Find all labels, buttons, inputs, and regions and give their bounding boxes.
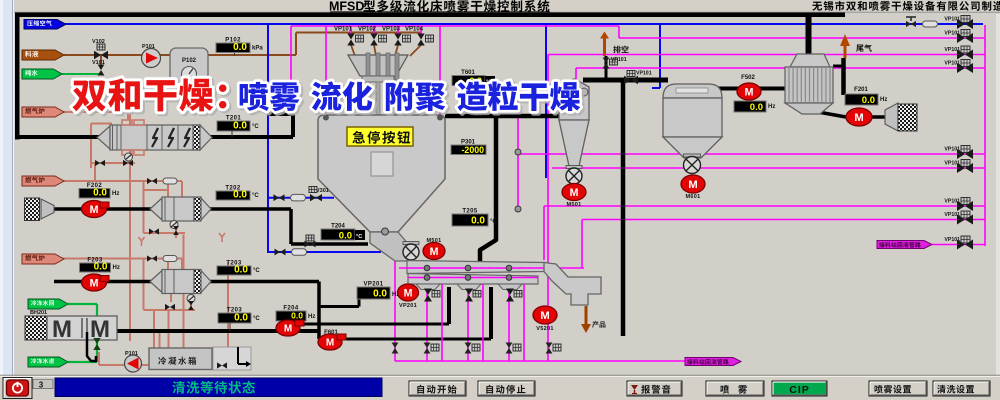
svg-text:BH201: BH201 (30, 310, 47, 316)
svg-text:0.0: 0.0 (750, 102, 763, 113)
svg-text:M: M (854, 112, 863, 124)
svg-text:M: M (326, 338, 334, 349)
svg-text:VP201: VP201 (399, 303, 417, 309)
svg-text:T203: T203 (226, 261, 242, 267)
svg-text:0.0: 0.0 (373, 289, 387, 300)
svg-text:0.0: 0.0 (233, 121, 247, 132)
svg-text:Hz: Hz (113, 265, 120, 271)
svg-text:T201: T201 (226, 116, 242, 122)
svg-text:M501: M501 (567, 202, 582, 208)
svg-text:F502: F502 (741, 75, 755, 81)
svg-text:Hz: Hz (392, 292, 399, 298)
svg-text:Hz: Hz (308, 314, 315, 320)
svg-text:V102: V102 (92, 39, 105, 45)
svg-text:Hz: Hz (880, 97, 887, 103)
svg-text:P102: P102 (182, 58, 197, 64)
svg-text:VP101: VP101 (636, 71, 652, 77)
svg-text:F202: F202 (87, 183, 103, 189)
svg-text:VP101: VP101 (944, 237, 960, 243)
svg-text:M: M (430, 246, 439, 258)
svg-text:VP101: VP101 (334, 27, 353, 33)
svg-text:P102: P102 (225, 38, 241, 44)
svg-text:VP101: VP101 (944, 17, 960, 23)
svg-text:F601: F601 (324, 330, 338, 336)
svg-text:V5201: V5201 (536, 326, 553, 332)
svg-text:VP101: VP101 (944, 31, 960, 37)
svg-text:F203: F203 (87, 258, 103, 264)
svg-text:P101: P101 (125, 351, 138, 357)
svg-text:0.0: 0.0 (233, 42, 247, 53)
svg-text:M: M (404, 287, 413, 299)
svg-text:0.0: 0.0 (234, 265, 248, 276)
svg-text:VP101: VP101 (944, 47, 960, 53)
svg-text:VP201: VP201 (363, 282, 383, 288)
svg-text:0.0: 0.0 (233, 190, 247, 201)
svg-text:VP101: VP101 (944, 212, 960, 218)
svg-text:V101: V101 (92, 60, 105, 66)
svg-text:°C: °C (252, 124, 259, 130)
svg-text:T601: T601 (461, 70, 475, 76)
svg-text:P301: P301 (461, 140, 476, 146)
svg-text:3: 3 (39, 381, 44, 390)
svg-text:M: M (90, 204, 99, 216)
svg-text:Hz: Hz (112, 191, 119, 197)
svg-text:-2000: -2000 (462, 145, 485, 155)
svg-text:0.0: 0.0 (234, 313, 248, 324)
svg-text:°C: °C (252, 193, 259, 199)
svg-text:VP101: VP101 (944, 147, 960, 153)
svg-text:M: M (284, 324, 292, 335)
svg-text:VP101: VP101 (944, 199, 960, 205)
svg-text:M: M (52, 316, 72, 343)
svg-text:T204: T204 (331, 224, 345, 230)
svg-text:M: M (90, 316, 110, 343)
svg-text:M: M (540, 310, 549, 322)
svg-text:M501: M501 (427, 238, 442, 244)
svg-text:°C: °C (356, 234, 362, 240)
svg-text:MFSD: MFSD (329, 0, 364, 14)
svg-text:°C: °C (253, 316, 260, 322)
svg-text:Hz: Hz (768, 104, 775, 110)
svg-text:0.0: 0.0 (471, 216, 485, 227)
svg-text:T203: T203 (227, 308, 243, 314)
svg-text:M: M (688, 179, 697, 191)
svg-text:VP101: VP101 (944, 161, 960, 167)
svg-text:CIP: CIP (789, 384, 810, 396)
svg-text:F204: F204 (283, 306, 299, 312)
svg-text:0.0: 0.0 (94, 262, 108, 273)
svg-text:0.0: 0.0 (339, 231, 352, 242)
svg-text:kPa: kPa (252, 46, 263, 52)
svg-text:M: M (570, 187, 579, 199)
svg-text:M: M (90, 277, 99, 289)
svg-text:VP103: VP103 (382, 27, 401, 33)
svg-text:°C: °C (490, 219, 497, 225)
svg-text:VP104: VP104 (405, 27, 424, 33)
svg-text:0.0: 0.0 (291, 311, 303, 321)
svg-text:F201: F201 (854, 87, 868, 93)
svg-text:P101: P101 (142, 44, 155, 50)
svg-text:°C: °C (253, 268, 260, 274)
svg-text:T205: T205 (462, 209, 478, 215)
svg-text:VP101: VP101 (611, 57, 627, 63)
svg-text:0.0: 0.0 (93, 188, 107, 199)
svg-text:M: M (745, 86, 754, 98)
svg-text:0.0: 0.0 (862, 95, 875, 106)
svg-text:V301: V301 (316, 188, 329, 194)
svg-text:VP102: VP102 (358, 27, 377, 33)
svg-text:T202: T202 (225, 186, 241, 192)
svg-text:M601: M601 (686, 194, 701, 200)
svg-text:VP101: VP101 (944, 61, 960, 67)
